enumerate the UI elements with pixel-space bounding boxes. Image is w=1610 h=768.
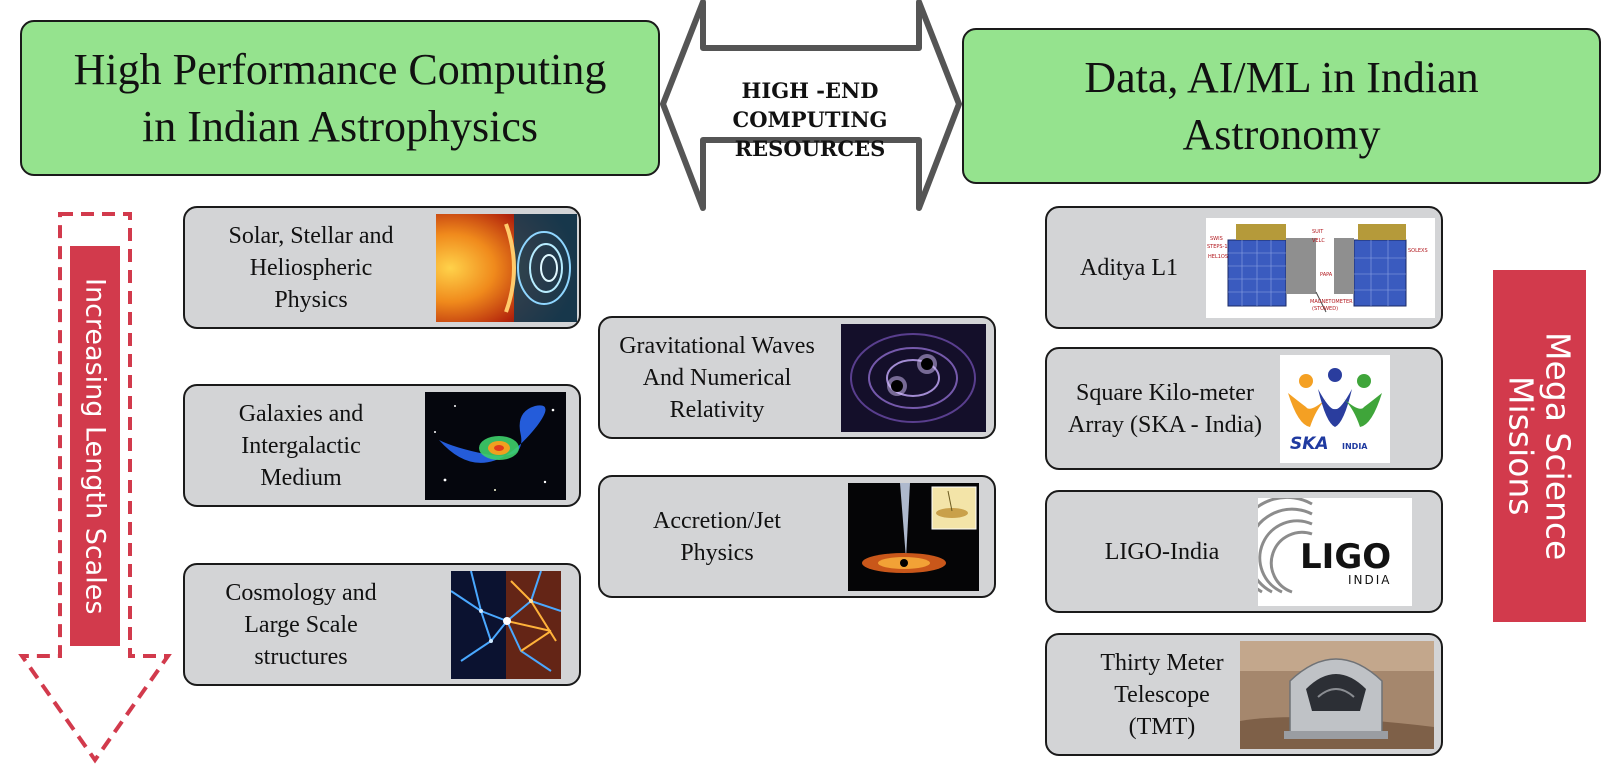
length-scales-label: Increasing Length Scales (70, 246, 120, 646)
mission-card-ska: Square Kilo-meter Array (SKA - India) SK… (1045, 347, 1443, 470)
topic-card-cosmology: Cosmology and Large Scale structures (183, 563, 581, 686)
mission-card-ligo: LIGO-India LIGO INDIA (1045, 490, 1443, 613)
topic-label: Galaxies and Intergalactic Medium (238, 400, 364, 491)
mission-card-tmt: Thirty Meter Telescope (TMT) (1045, 633, 1443, 756)
satellite-label: HEL1OS (1208, 254, 1228, 260)
mega-science-label: Mega Science Missions (1493, 270, 1586, 622)
satellite-label: STEPS-1 (1207, 244, 1228, 250)
black-hole-merger-image (841, 324, 986, 432)
mission-label: Aditya L1 (1080, 254, 1178, 281)
ska-logo-text: SKA (1290, 434, 1329, 454)
accretion-jet-image (848, 483, 979, 591)
topic-label: Gravitational Waves And Numerical Relati… (619, 332, 815, 423)
header-data-aiml: Data, AI/ML in Indian Astronomy (962, 28, 1601, 184)
satellite-label: SUIT (1312, 229, 1324, 235)
cosmic-web-image (451, 571, 561, 679)
mission-label: Thirty Meter Telescope (TMT) (1100, 649, 1224, 740)
topic-card-gravitational-waves: Gravitational Waves And Numerical Relati… (598, 316, 996, 439)
topic-card-solar: Solar, Stellar and Heliospheric Physics (183, 206, 581, 329)
satellite-label: VELC (1312, 238, 1325, 244)
topic-label: Solar, Stellar and Heliospheric Physics (228, 222, 394, 313)
topic-label: Cosmology and Large Scale structures (225, 579, 377, 670)
satellite-label: SWIS (1210, 236, 1223, 242)
topic-label: Accretion/Jet Physics (653, 507, 781, 566)
ligo-india-logo: LIGO INDIA (1258, 498, 1412, 606)
mission-label: Square Kilo-meter Array (SKA - India) (1068, 379, 1262, 438)
aditya-satellite-image: SWIS STEPS-1 HEL1OS SUIT VELC SOLEXS PAP… (1206, 218, 1435, 318)
ligo-logo-text: LIGO (1300, 537, 1391, 577)
satellite-label: PAPA (1320, 272, 1333, 278)
mega-science-text: Mega Science Missions (1501, 331, 1578, 561)
ska-logo-sub: INDIA (1342, 442, 1368, 451)
mission-label: LIGO-India (1104, 538, 1220, 565)
satellite-label: MAGNETOMETER (1310, 299, 1353, 305)
ska-india-logo: SKA INDIA (1280, 355, 1390, 463)
tmt-telescope-image (1240, 641, 1434, 749)
mission-card-aditya: Aditya L1 SWIS STEPS-1 (1045, 206, 1443, 329)
ligo-logo-sub: INDIA (1348, 573, 1392, 587)
connector-label: HIGH -END COMPUTING RESOURCES (732, 78, 888, 161)
topic-card-galaxies: Galaxies and Intergalactic Medium (183, 384, 581, 507)
solar-heliosphere-image (436, 214, 577, 322)
length-scales-text: Increasing Length Scales (79, 277, 111, 615)
galaxy-simulation-image (425, 392, 566, 500)
satellite-label: (STOWED) (1312, 306, 1338, 312)
satellite-label: SOLEXS (1408, 248, 1428, 254)
dashed-down-arrow-icon (18, 212, 172, 764)
double-arrow-icon (660, 0, 962, 211)
topic-card-accretion: Accretion/Jet Physics (598, 475, 996, 598)
header-hpc: High Performance Computing in Indian Ast… (20, 20, 660, 176)
